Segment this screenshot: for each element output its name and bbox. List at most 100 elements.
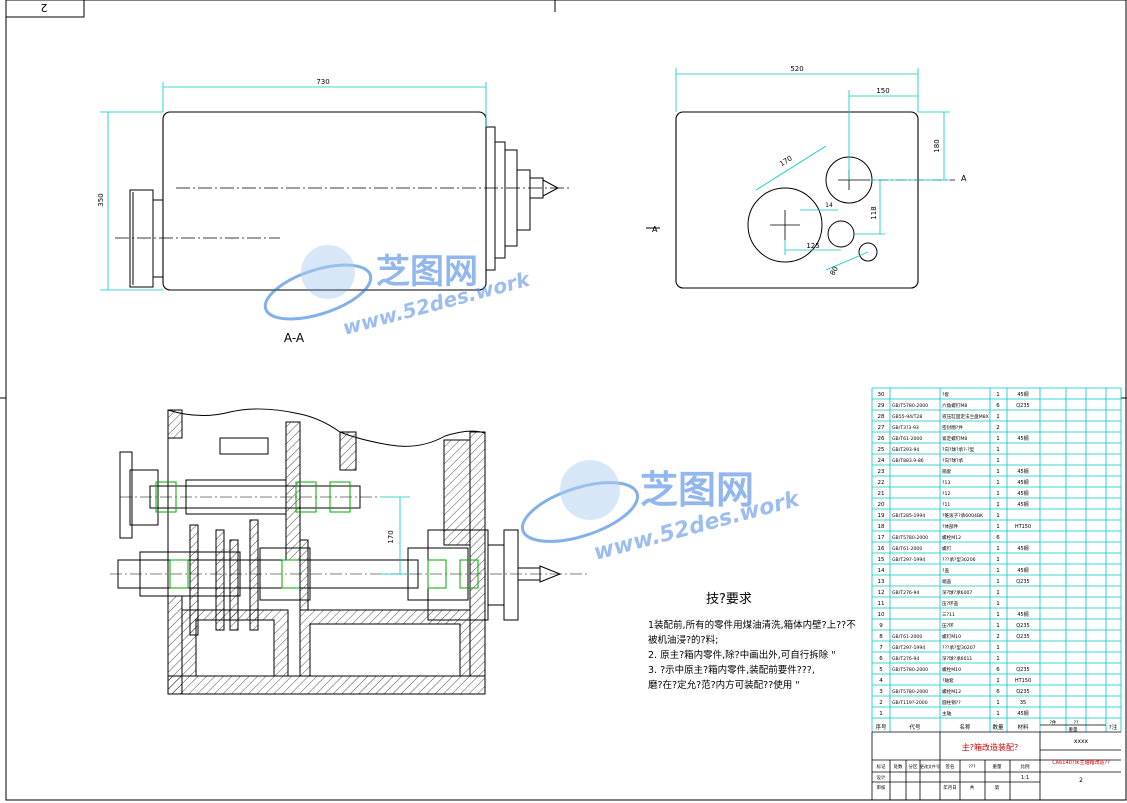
- bom-row-material: 35: [1020, 700, 1026, 706]
- bom-row-qty: 1: [996, 568, 1000, 574]
- section-label: A-A: [284, 331, 305, 345]
- bom-row-material: 45钢: [1017, 490, 1028, 497]
- bom-row-code: GB/T119?-2000: [892, 700, 928, 706]
- bom-row-material: Q235: [1016, 667, 1029, 673]
- bom-row-no: 13: [878, 579, 885, 585]
- bom-row-material: Q235: [1016, 689, 1029, 695]
- bom-row-qty: 1: [996, 502, 1000, 508]
- bom-row-material: 45钢: [1017, 479, 1028, 486]
- bom-row-material: Q235: [1016, 623, 1029, 629]
- bom-row-qty: 2: [996, 425, 1000, 431]
- bom-row-material: 45钢: [1017, 501, 1028, 508]
- bom-row-code: GB/T61-2000: [892, 546, 922, 552]
- bom-row-no: 23: [878, 469, 885, 475]
- bom-row-qty: 1: [996, 491, 1000, 497]
- bom-row-no: 18: [878, 524, 885, 530]
- bom-row-material: 45钢: [1017, 391, 1028, 398]
- bom-row-no: 21: [878, 491, 885, 497]
- bom-row-name: ?套: [942, 391, 949, 398]
- bom-row-name: ?向?球?承?-?型: [942, 446, 975, 453]
- bom-row-no: 16: [878, 546, 885, 552]
- tb-sheet-total: 共: [970, 784, 975, 791]
- bom-row-name: 圆柱销??: [942, 699, 961, 706]
- bom-row-no: 14: [878, 568, 885, 574]
- bom-row-name: ?锥滚子?承6004BK: [942, 512, 984, 519]
- bom-row-no: 12: [878, 590, 885, 596]
- bom-row-code: GB/T5780-2000: [892, 403, 928, 409]
- bom-row-no: 8: [879, 634, 883, 640]
- bom-row-material: 45钢: [1017, 435, 1028, 442]
- dim-side-80: 80: [829, 265, 840, 277]
- bom-row-qty: 1: [996, 678, 1000, 684]
- bom-row-name: 螺栓M12: [942, 534, 961, 541]
- bom-row-no: 11: [878, 601, 885, 607]
- bom-row-name: 端盖: [942, 578, 952, 585]
- bom-row-name: 密封圈?件: [942, 424, 963, 431]
- bom-row-qty: 1: [996, 469, 1000, 475]
- bom-row-name: 六角螺钉M8: [942, 402, 967, 409]
- tb-scale: 1:1: [1021, 775, 1029, 781]
- notes-title: 技?要求: [706, 592, 752, 607]
- tb-designer: 设计: [877, 774, 886, 781]
- tb-page: 第: [995, 784, 1000, 791]
- bom-row-no: 20: [878, 502, 885, 508]
- bom-row-code: GB/T297-1994: [892, 557, 925, 563]
- bom-row-material: Q235: [1016, 403, 1029, 409]
- bom-row-no: 4: [879, 678, 883, 684]
- bom-row-no: 5: [879, 667, 883, 673]
- bom-row-qty: 6: [996, 689, 1000, 695]
- bom-row-name: 隔套: [942, 468, 952, 475]
- bom-header-qty: 数量: [992, 723, 1004, 731]
- section-mark-left: A: [652, 225, 658, 234]
- bom-row-qty: 1: [996, 546, 1000, 552]
- bom-row-name: 紧定螺钉M8: [942, 435, 967, 442]
- bom-row-code: GB/T5780-2000: [892, 689, 928, 695]
- bom-row-no: 22: [878, 480, 885, 486]
- bom-row-qty: 2: [996, 634, 1000, 640]
- bom-row-code: GB/T61-2000: [892, 634, 922, 640]
- bom-row-name: 液压缸固定法兰盘M8X: [942, 413, 989, 420]
- bom-header-weight: 重量: [1069, 726, 1078, 733]
- bom-header-no: 序号: [875, 723, 887, 731]
- bom-row-material: 45钢: [1017, 611, 1028, 618]
- bom-row-code: GB/T5780-2000: [892, 667, 928, 673]
- bom-row-no: 30: [878, 392, 885, 398]
- bom-row-name: ?13: [942, 480, 950, 486]
- bom-row-qty: 1: [996, 700, 1000, 706]
- bom-row-no: 29: [878, 403, 885, 409]
- dim-side-150: 150: [876, 87, 889, 95]
- dim-side-width: 520: [790, 65, 803, 73]
- bom-row-qty: 1: [996, 623, 1000, 629]
- bom-row-no: 3: [879, 689, 883, 695]
- bom-row-code: GB/T285-1994: [892, 513, 925, 519]
- company-name: xxxx: [1074, 738, 1089, 745]
- section-mark-right: A: [961, 174, 967, 183]
- bom-row-no: 24: [878, 458, 885, 464]
- dim-side-125: 125: [806, 242, 819, 250]
- bom-header-material: 材料: [1017, 723, 1029, 731]
- bom-row-name: 螺钉: [942, 545, 952, 552]
- bom-row-no: 28: [878, 414, 885, 420]
- bom-row-code: GB/T883.9-86: [892, 458, 924, 464]
- bom-row-code: GB/T61-2000: [892, 436, 922, 442]
- bom-row-qty: 1: [996, 601, 1000, 607]
- dim-front-height: 350: [97, 193, 105, 206]
- bom-row-qty: 1: [996, 579, 1000, 585]
- bom-row-name: ?轴套: [942, 677, 954, 684]
- watermark-brand-2: 芝图网: [640, 468, 754, 512]
- bom-row-material: Q235: [1016, 634, 1029, 640]
- corner-label-box: [5, 0, 85, 18]
- dim-side-118: 118: [870, 206, 878, 219]
- bom-row-name: 深?球?承6011: [942, 655, 972, 662]
- bom-row-code: GB/T293-94: [892, 447, 919, 453]
- bom-row-name: 螺栓M12: [942, 688, 961, 695]
- dim-front-length: 730: [316, 78, 329, 86]
- bom-row-name: ?体部件: [942, 523, 959, 530]
- bom-row-material: HT150: [1015, 524, 1031, 530]
- bom-row-material: 45钢: [1017, 710, 1028, 717]
- bom-row-qty: 1: [996, 436, 1000, 442]
- bom-row-name: 三?11: [942, 612, 955, 618]
- bom-row-qty: 6: [996, 667, 1000, 673]
- bom-row-name: 主轴: [942, 710, 952, 717]
